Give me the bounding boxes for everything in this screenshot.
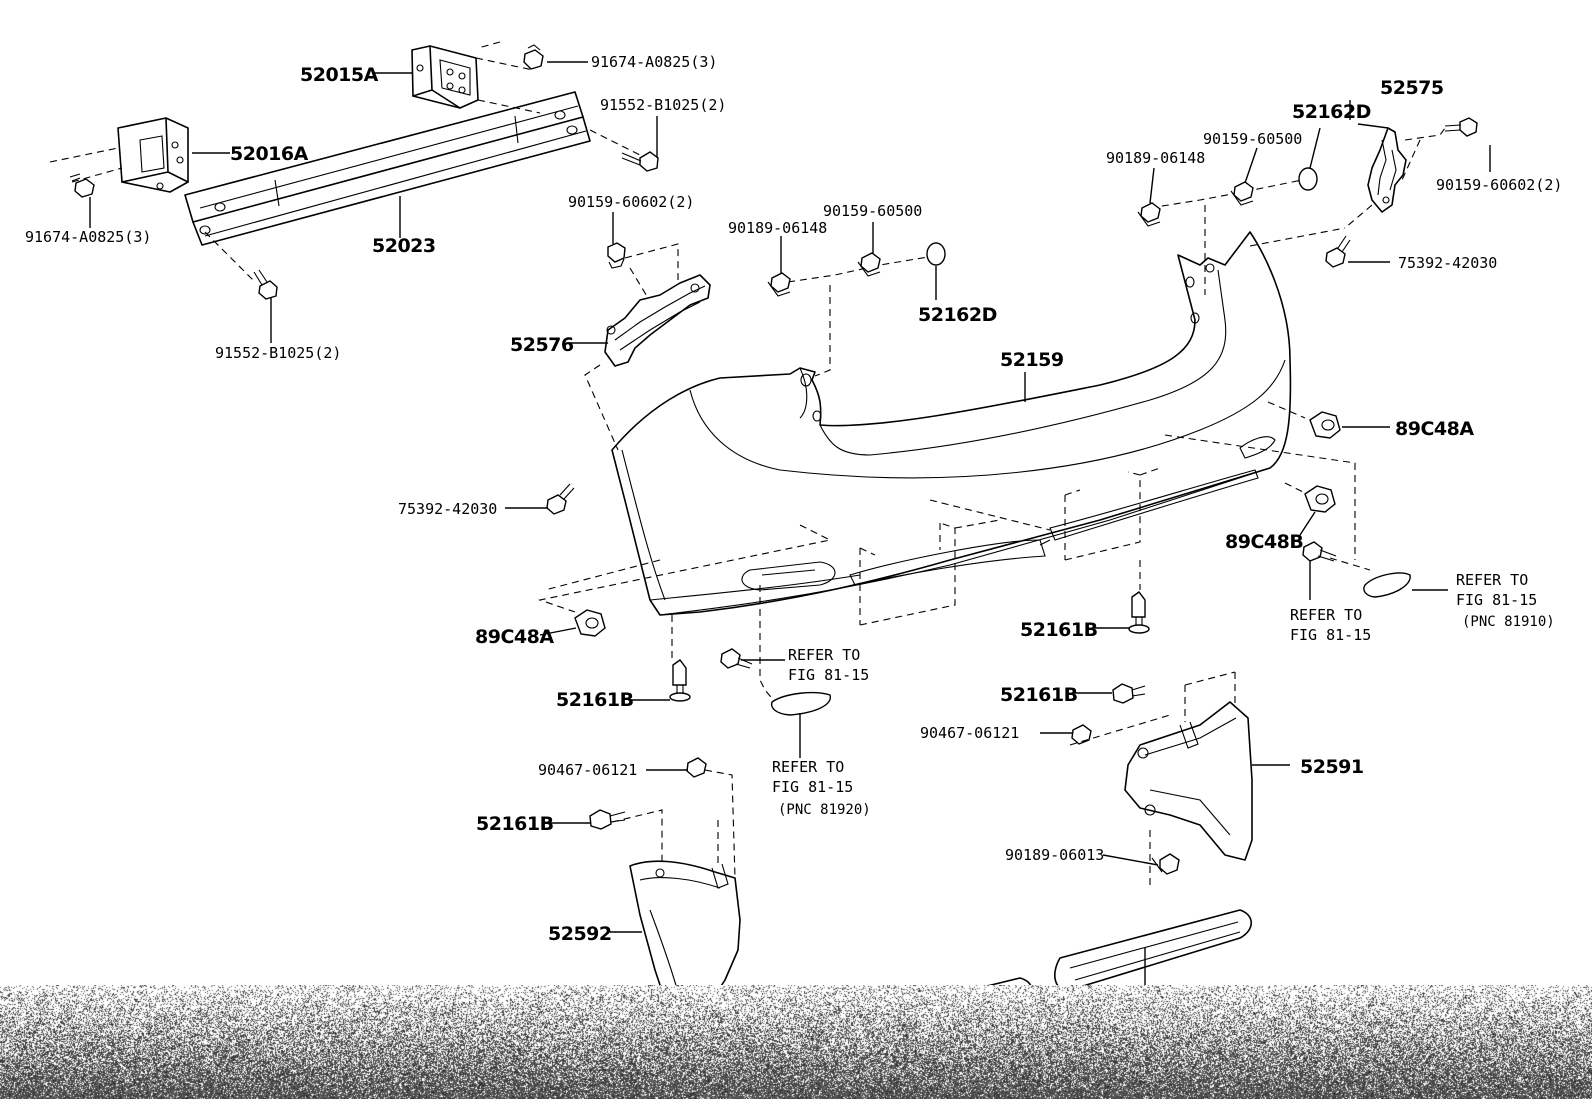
label-refer-r1-2: FIG 81-15 bbox=[1290, 626, 1371, 644]
label-52576: 52576 bbox=[510, 334, 574, 356]
label-91552-left: 91552-B1025(2) bbox=[215, 344, 341, 362]
label-90189-06148-right: 90189-06148 bbox=[1106, 149, 1205, 167]
reflector-81910 bbox=[1363, 572, 1411, 598]
label-90189-06013: 90189-06013 bbox=[1005, 846, 1104, 864]
label-90159-60500-right: 90159-60500 bbox=[1203, 130, 1302, 148]
nut-90467-right bbox=[1071, 724, 1092, 745]
bumper-reinforcement-52023 bbox=[184, 91, 591, 246]
label-52591: 52591 bbox=[1300, 756, 1364, 778]
screw-75392-left bbox=[546, 483, 575, 515]
label-91674-left: 91674-A0825(3) bbox=[25, 228, 151, 246]
grommet-89C48A-left bbox=[574, 609, 606, 637]
screw-75392-right bbox=[1325, 235, 1351, 268]
label-52159: 52159 bbox=[1000, 349, 1064, 371]
label-refer-bot-1: REFER TO bbox=[772, 758, 844, 776]
mudguard-52592 bbox=[629, 860, 741, 1001]
label-89C48A-left: 89C48A bbox=[475, 626, 554, 648]
label-91674-top: 91674-A0825(3) bbox=[591, 53, 717, 71]
label-52016A: 52016A bbox=[230, 143, 309, 165]
label-90467-right: 90467-06121 bbox=[920, 724, 1019, 742]
scan-noise-band bbox=[0, 985, 1592, 1099]
retainer-52576 bbox=[604, 274, 711, 367]
label-refer-mid-2: FIG 81-15 bbox=[788, 666, 869, 684]
label-52575: 52575 bbox=[1380, 77, 1444, 99]
clip-52161B-right bbox=[1112, 683, 1146, 704]
reflector-81920 bbox=[770, 691, 831, 716]
clip-52161B-left bbox=[669, 659, 691, 702]
bolt-91674-top bbox=[523, 44, 544, 70]
lower-molding-right bbox=[1054, 909, 1253, 991]
grommet-89C48A-right bbox=[1309, 411, 1341, 439]
label-52161B-left2: 52161B bbox=[476, 813, 554, 835]
grommet-89C48B bbox=[1304, 485, 1336, 513]
part-labels: 52015A 91674-A0825(3) 91552-B1025(2) 520… bbox=[25, 53, 1562, 945]
label-90467-left: 90467-06121 bbox=[538, 761, 637, 779]
bumper-cover-52159 bbox=[611, 231, 1292, 626]
label-75392-left: 75392-42030 bbox=[398, 500, 497, 518]
nut-90467-left bbox=[686, 757, 707, 778]
label-52023: 52023 bbox=[372, 235, 436, 257]
bolt-refer-mid bbox=[720, 648, 753, 669]
label-52161B-right: 52161B bbox=[1000, 684, 1078, 706]
label-refer-r2-2: FIG 81-15 bbox=[1456, 591, 1537, 609]
label-91552-top: 91552-B1025(2) bbox=[600, 96, 726, 114]
label-90159-60602-right: 90159-60602(2) bbox=[1436, 176, 1562, 194]
label-refer-r1-1: REFER TO bbox=[1290, 606, 1362, 624]
label-52162D-mid: 52162D bbox=[918, 304, 997, 326]
label-89C48B: 89C48B bbox=[1225, 531, 1303, 553]
cap-52162D-right bbox=[1298, 167, 1318, 191]
label-refer-r2-3: (PNC 81910) bbox=[1462, 614, 1555, 630]
nut-90159-60500-mid bbox=[857, 252, 881, 277]
nut-90159-60500-right bbox=[1230, 181, 1254, 206]
bracket-52015A bbox=[411, 45, 479, 109]
label-refer-bot-3: (PNC 81920) bbox=[778, 802, 871, 818]
label-90189-06148-mid: 90189-06148 bbox=[728, 219, 827, 237]
mudguard-52591 bbox=[1124, 701, 1253, 861]
bolt-91552-left bbox=[253, 269, 278, 300]
label-90159-60500-mid: 90159-60500 bbox=[823, 202, 922, 220]
clip-90189-06013 bbox=[1151, 853, 1180, 875]
label-89C48A-right: 89C48A bbox=[1395, 418, 1474, 440]
bolt-91552-top bbox=[621, 151, 659, 172]
clip-52161B-left2 bbox=[589, 809, 626, 830]
clip-90189-06148-mid bbox=[767, 272, 791, 297]
bolt-90159-60602-left bbox=[607, 242, 626, 269]
label-refer-bot-2: FIG 81-15 bbox=[772, 778, 853, 796]
retainer-52575 bbox=[1367, 127, 1407, 213]
leader-lines bbox=[89, 61, 1491, 990]
bolt-91674-left bbox=[69, 173, 95, 198]
bolt-90159-60602-right bbox=[1444, 117, 1478, 137]
cap-52162D-mid bbox=[926, 242, 946, 266]
label-52162D-right: 52162D bbox=[1292, 101, 1371, 123]
label-52161B-center: 52161B bbox=[1020, 619, 1098, 641]
bracket-52016A bbox=[117, 117, 189, 193]
label-52161B-left: 52161B bbox=[556, 689, 634, 711]
label-52592: 52592 bbox=[548, 923, 612, 945]
label-75392-right: 75392-42030 bbox=[1398, 254, 1497, 272]
label-90159-60602-left: 90159-60602(2) bbox=[568, 193, 694, 211]
clip-90189-06148-right bbox=[1137, 202, 1161, 227]
label-52015A: 52015A bbox=[300, 64, 379, 86]
label-refer-r2-1: REFER TO bbox=[1456, 571, 1528, 589]
label-refer-mid-1: REFER TO bbox=[788, 646, 860, 664]
bolt-refer-right bbox=[1302, 541, 1337, 562]
clip-52161B-center bbox=[1128, 591, 1150, 634]
